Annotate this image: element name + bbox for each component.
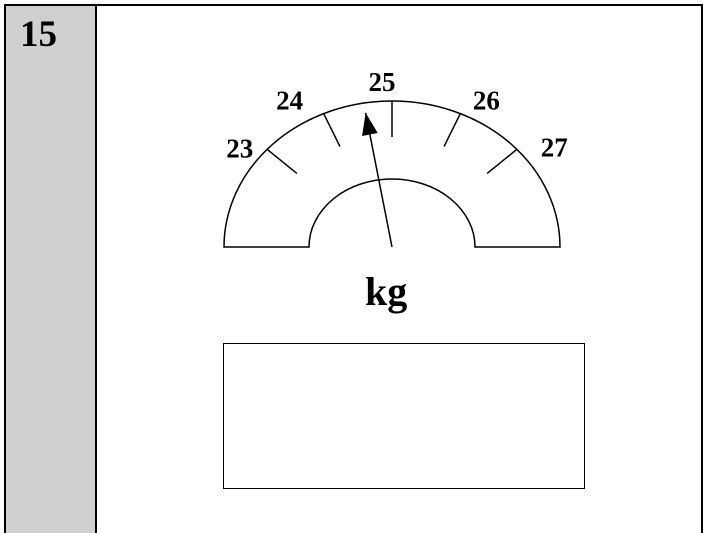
question-number-column: 15 [4,4,97,533]
unit-label: kg [365,269,407,314]
pointer-arrowhead [362,112,378,137]
scale-tick [322,113,341,147]
question-number: 15 [20,14,57,55]
scale-dial-outline [223,100,561,248]
scale-tick-label: 23 [226,134,253,164]
scale-pointer [362,112,393,248]
scale-tick-label: 24 [276,85,303,115]
scale-tick-labels: 23 24 25 26 27 [226,67,568,164]
scale-tick-label: 25 [369,67,396,97]
scale-tick [486,148,518,174]
scale-tick [443,113,462,147]
scale-tick-label: 27 [541,133,568,163]
answer-box[interactable] [223,343,585,489]
scale-tick-label: 26 [473,85,500,115]
pointer-shaft [364,112,393,248]
scale-ticks [266,101,518,174]
scale-tick [266,148,298,174]
